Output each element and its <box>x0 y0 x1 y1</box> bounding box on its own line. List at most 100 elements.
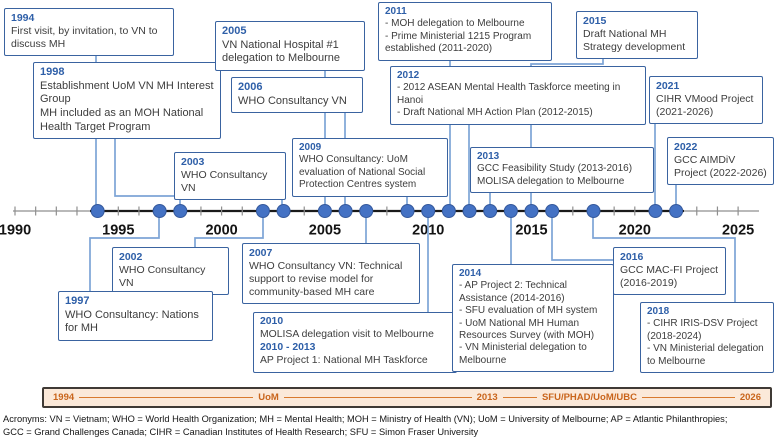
event-year: 1997 <box>65 295 90 307</box>
event-text: WHO Consultancy: UoM evaluation of Natio… <box>299 154 426 191</box>
connector-2002 <box>194 211 264 252</box>
event-year: 2009 <box>299 142 322 153</box>
timeline-dot-2005 <box>317 204 332 218</box>
funding-period-bar: 1994 UoM 2013 SFU/PHAD/UoM/UBC 2026 <box>42 387 772 408</box>
event-year: 2018 <box>647 306 670 317</box>
event-year: 2006 <box>238 81 263 93</box>
event-year: 1994 <box>11 12 35 24</box>
timeline-dot-2013 <box>483 204 498 218</box>
axis-year-label: 2000 <box>205 223 237 239</box>
event-year: 2016 <box>620 251 644 263</box>
axis-year-label: 2025 <box>722 223 754 239</box>
event-year: 1998 <box>40 66 65 78</box>
event-box-2014: 2014- AP Project 2: Technical Assistance… <box>452 264 614 373</box>
event-box-2011: 2011- MOH delegation to Melbourne- Prime… <box>378 2 552 61</box>
timeline-dot-2010 <box>421 204 436 218</box>
timeline-dot-2002 <box>255 204 270 218</box>
event-year: 2021 <box>656 80 680 92</box>
event-box-2018: 2018- CIHR IRIS-DSV Project (2018-2024)-… <box>640 302 774 373</box>
acronyms-line-1: Acronyms: VN = Vietnam; WHO = World Heal… <box>3 414 728 424</box>
event-text: GCC MAC-FI Project (2016-2019) <box>620 264 719 290</box>
event-text: VN National Hospital #1 delegation to Me… <box>222 38 341 65</box>
timeline-dot-2011 <box>441 204 456 218</box>
timeline-dots <box>90 204 684 218</box>
event-text: - MOH delegation to Melbourne <box>385 18 525 30</box>
timeline-dot-2018 <box>586 204 601 218</box>
timeline-dot-2014 <box>503 204 518 218</box>
event-year: 2012 <box>397 70 420 81</box>
event-text: - VN Ministerial delegation to Melbourne <box>459 342 587 366</box>
event-text: - CIHR IRIS-DSV Project (2018-2024) <box>647 318 758 342</box>
event-text: WHO Consultancy VN <box>119 264 206 290</box>
event-text: Establishment UoM VN MH Interest Group <box>40 79 214 106</box>
event-year: 2003 <box>181 156 205 168</box>
event-text: MOLISA delegation visit to Melbourne <box>260 328 434 340</box>
event-year: 2011 <box>385 6 407 17</box>
bar-label-uom: UoM <box>258 392 279 403</box>
timeline-dot-2009 <box>400 204 415 218</box>
event-year: 2015 <box>583 15 607 27</box>
event-text: Draft National MH Strategy development <box>583 28 686 54</box>
axis-year-label: 1990 <box>0 223 31 239</box>
event-year: 2014 <box>459 268 482 279</box>
bar-label-start-year: 1994 <box>53 392 75 403</box>
event-box-2012: 2012- 2012 ASEAN Mental Health Taskforce… <box>390 66 646 125</box>
axis-year-label: 1995 <box>102 223 134 239</box>
timeline-dot-2021 <box>648 204 663 218</box>
axis-year-label: 2005 <box>309 223 341 239</box>
axis-year-label: 2020 <box>619 223 651 239</box>
event-year: 2010 <box>260 316 284 327</box>
event-text: - 2012 ASEAN Mental Health Taskforce mee… <box>397 82 621 106</box>
timeline-dot-2003 <box>276 204 291 218</box>
event-year: 2013 <box>477 151 500 162</box>
event-text: First visit, by invitation, to VN to dis… <box>11 25 158 51</box>
event-text: MH included as an MOH National Health Ta… <box>40 106 204 133</box>
connector-1998 <box>114 130 181 211</box>
timeline-dot-2016 <box>545 204 560 218</box>
axis-year-label: 2015 <box>515 223 547 239</box>
bar-line <box>79 397 254 398</box>
event-text: MOLISA delegation to Melbourne <box>477 175 625 187</box>
event-text: - Prime Ministerial 1215 Program establi… <box>385 30 532 55</box>
event-text: GCC Feasibility Study (2013-2016) <box>477 163 633 175</box>
bar-label-partners: SFU/PHAD/UoM/UBC <box>541 392 637 403</box>
event-text: GCC AIMDiV Project (2022-2026) <box>674 154 767 180</box>
timeline-dot-2006 <box>338 204 353 218</box>
acronyms-footnote: Acronyms: VN = Vietnam; WHO = World Heal… <box>3 413 775 439</box>
event-text: - Draft National MH Action Plan (2012-20… <box>397 107 593 119</box>
event-text: WHO Consultancy VN: Technical support to… <box>249 260 403 299</box>
event-year: 2010 - 2013 <box>260 341 316 353</box>
event-text: WHO Consultancy: Nations for MH <box>65 308 199 335</box>
timeline-dot-1997 <box>152 204 167 218</box>
timeline-dot-1994 <box>90 204 105 218</box>
event-text: CIHR VMood Project (2021-2026) <box>656 93 754 119</box>
event-text: - UoM National MH Human Resources Survey… <box>459 317 595 341</box>
acronyms-line-2: GCC = Grand Challenges Canada; CIHR = Ca… <box>3 427 479 438</box>
bar-label-2013: 2013 <box>476 392 498 403</box>
event-text: - VN Ministerial delegation to Melbourne <box>647 343 764 367</box>
timeline-dot-2022 <box>669 204 684 218</box>
timeline-dot-1998 <box>173 204 188 218</box>
event-text: - AP Project 2: Technical Assistance (20… <box>459 280 568 304</box>
timeline-dot-2015 <box>524 204 539 218</box>
connector-2018 <box>592 211 736 306</box>
connector-1997 <box>89 211 160 296</box>
event-text: WHO Consultancy VN <box>238 94 347 107</box>
event-text: - SFU evaluation of MH system <box>459 305 598 317</box>
